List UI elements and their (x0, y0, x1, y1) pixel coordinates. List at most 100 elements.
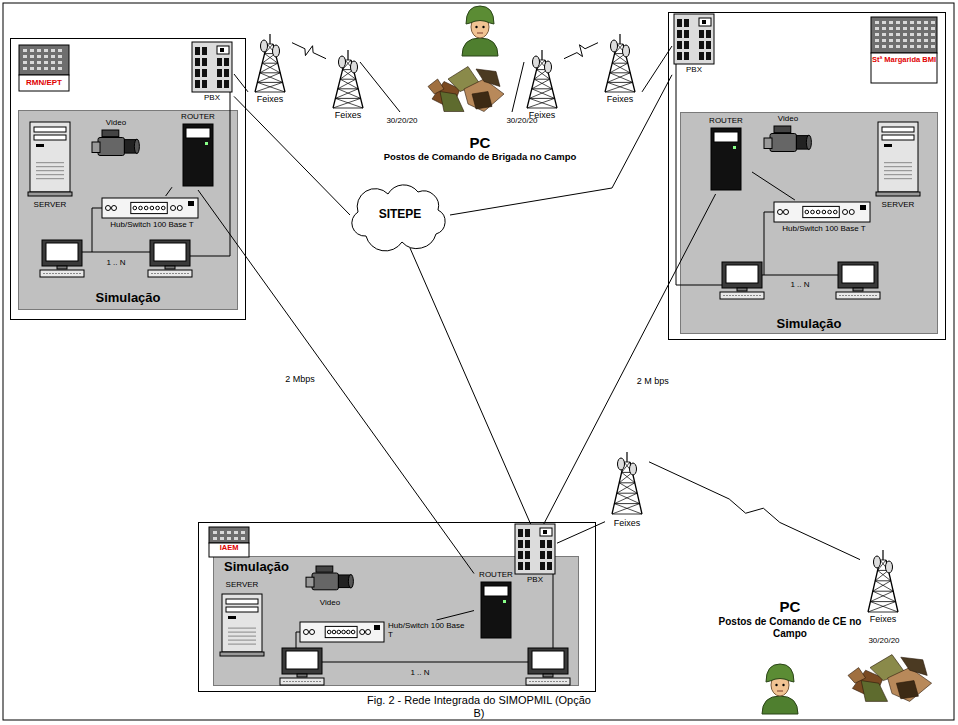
server-bay (34, 127, 66, 132)
rack-slot (518, 529, 523, 537)
hub-port (784, 210, 789, 215)
tower-brace (870, 602, 898, 612)
hub-port (828, 210, 832, 214)
site-box: RMN/EPTPBXSimulaçãoSERVERVideoROUTERHub/… (10, 38, 246, 320)
building-window (917, 33, 921, 36)
tower-brace (610, 73, 633, 83)
rack-panel (699, 18, 711, 26)
building-window (213, 537, 217, 540)
network-wire (676, 64, 722, 285)
server-case (30, 122, 70, 192)
tower-dish (874, 556, 881, 568)
tower-brace (527, 98, 555, 108)
building-window (241, 531, 245, 534)
network-wire (82, 208, 150, 252)
rack-slot (525, 551, 530, 559)
tower-brace (619, 483, 637, 493)
rack-slot (699, 30, 704, 38)
hub-port (816, 210, 820, 214)
camera-handle (316, 566, 333, 572)
building-window (903, 39, 907, 42)
hub-port (366, 630, 371, 635)
tower-brace (612, 514, 642, 515)
pbx-label: PBX (190, 93, 234, 102)
building-window (51, 49, 55, 52)
building-window (917, 39, 921, 42)
label-holder: 1 .. N (780, 280, 820, 289)
hub-port (822, 210, 826, 214)
pc-keys (283, 681, 321, 682)
video-label: Video (88, 118, 144, 127)
rack-slot (684, 30, 689, 38)
hub-port (310, 630, 315, 635)
pc-monitor (838, 262, 878, 288)
pc-stand (57, 266, 67, 269)
diagram-label: Postos de Comando de Brigada no Campo (360, 152, 600, 163)
rack-slot (540, 540, 545, 548)
building-window (875, 39, 879, 42)
tower-brace (257, 82, 282, 83)
soldier-helmet (466, 6, 494, 24)
tower-brace (614, 493, 637, 503)
rack-slot (677, 19, 682, 27)
server-bay (34, 135, 66, 140)
network-link (166, 187, 172, 196)
server-vent (228, 636, 256, 637)
building-window (889, 33, 893, 36)
hub-port (156, 206, 160, 210)
router-panel (186, 128, 210, 138)
network-wire (190, 92, 230, 256)
building-window (903, 21, 907, 24)
building-window (931, 39, 935, 42)
building-window (58, 61, 62, 64)
site-label: IAEM (209, 544, 249, 553)
tower-brace (262, 63, 280, 73)
hub-port-block (803, 206, 839, 217)
server-label: SERVER (218, 580, 266, 589)
video-camera: Video (300, 566, 360, 612)
rack-slot (677, 52, 682, 60)
camera-body (312, 573, 338, 590)
building-window (889, 39, 893, 42)
diagram-label: PC (740, 598, 840, 615)
simulation-area: SimulaçãoSERVERVideoROUTERHub/Switch 100… (18, 110, 238, 310)
server-vent (884, 162, 912, 163)
building-window (903, 33, 907, 36)
building-window (924, 33, 928, 36)
tower-brace (338, 89, 361, 99)
building-window (213, 531, 217, 534)
rack-slot (525, 562, 530, 570)
server-led (228, 616, 236, 619)
server-base (28, 192, 72, 196)
server-case (878, 122, 918, 192)
network-link (752, 172, 795, 200)
tower-brace (333, 108, 363, 109)
site-box: IAEMPBXSimulaçãoSERVERVideoROUTERHub/Swi… (198, 522, 596, 692)
pbx-label: PBX (672, 65, 716, 74)
tower-label: Feixes (248, 94, 292, 104)
network-link (198, 190, 474, 574)
rack-slot (684, 52, 689, 60)
building-window (227, 537, 231, 540)
hub-switch: Hub/Switch 100 Base T (300, 620, 470, 646)
router-case (183, 124, 213, 186)
hub-port-block (325, 626, 357, 637)
sim-label: Simulação (224, 560, 324, 575)
building-window (227, 531, 231, 534)
building-window (931, 21, 935, 24)
rack-slot (195, 69, 200, 77)
hub-port (106, 206, 111, 211)
building-window (30, 67, 34, 70)
building-sign (19, 75, 69, 91)
site-label: Stª Margarida BMI (871, 56, 937, 65)
hub-label: Hub/Switch 100 Base T (388, 621, 468, 639)
label-holder: 30/20/20 (500, 116, 544, 125)
tower-brace (335, 98, 363, 108)
building-window (910, 39, 914, 42)
camouflage-net (861, 681, 887, 702)
hub-led (860, 205, 866, 210)
camouflage-net (440, 92, 464, 112)
building-window (931, 45, 935, 48)
hub-port (778, 210, 783, 215)
tower-dish (545, 61, 552, 73)
